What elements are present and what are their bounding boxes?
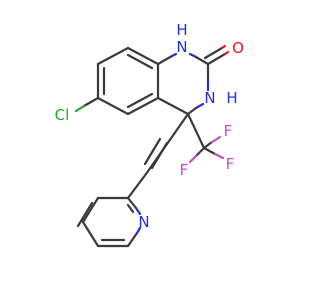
molecule-structure: H N O N H Cl F F F N <box>55 21 244 248</box>
n3-hydrogen-label: H <box>226 89 237 107</box>
alkyne-linker <box>143 112 190 176</box>
benzene-ring <box>96 46 160 116</box>
n1-label: N <box>176 38 187 56</box>
quinazolinone-ring <box>156 44 230 116</box>
fluorine-1-label: F <box>224 122 233 140</box>
n1-hydrogen-label: H <box>176 21 187 39</box>
n3-label: N <box>204 89 215 107</box>
fluorine-2-label: F <box>226 155 235 173</box>
trifluoromethyl-group <box>186 112 225 164</box>
carbonyl-oxygen-label: O <box>232 39 244 57</box>
fluorine-3-label: F <box>180 161 189 179</box>
chloro-substituent <box>74 96 100 113</box>
pyridine-ring <box>76 172 148 248</box>
pyridine-nitrogen-label: N <box>138 213 149 231</box>
chlorine-label: Cl <box>55 106 70 124</box>
